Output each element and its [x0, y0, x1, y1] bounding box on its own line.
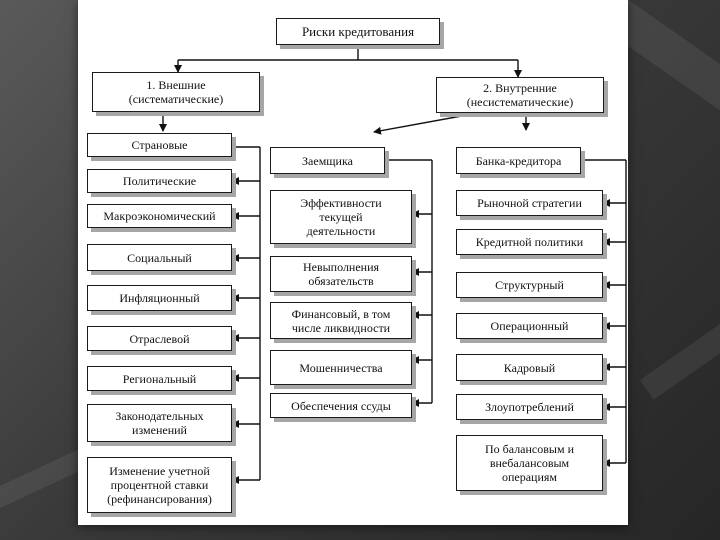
borrower-item: Обеспечения ссуды — [270, 393, 412, 418]
borrower-item: Мошенничества — [270, 350, 412, 385]
bank-item: Структурный — [456, 272, 603, 298]
bank-item: Кадровый — [456, 354, 603, 381]
borrower-item: Эффективности текущей деятельности — [270, 190, 412, 244]
external-item: Страновые — [87, 133, 232, 157]
bank-item: Рыночной стратегии — [456, 190, 603, 216]
bank-item: По балансовым и внебалансовым операциям — [456, 435, 603, 491]
connector-lines — [159, 45, 627, 484]
slide: Риски кредитования 1. Внешние (системати… — [78, 0, 628, 525]
external-item: Инфляционный — [87, 285, 232, 311]
external-item: Отраслевой — [87, 326, 232, 351]
internal-risks-node: 2. Внутренние (несистематические) — [436, 77, 604, 113]
external-item: Законодательных изменений — [87, 404, 232, 442]
borrower-item: Финансовый, в том числе ликвидности — [270, 302, 412, 339]
borrower-item: Невыполнения обязательств — [270, 256, 412, 292]
decorative-stripe — [640, 299, 720, 400]
bank-item: Кредитной политики — [456, 229, 603, 255]
borrower-node: Заемщика — [270, 147, 385, 174]
bank-item: Операционный — [456, 313, 603, 339]
bank-node: Банка-кредитора — [456, 147, 581, 174]
external-item: Изменение учетной процентной ставки (реф… — [87, 457, 232, 513]
external-item: Политические — [87, 169, 232, 193]
external-item: Региональный — [87, 366, 232, 391]
root-node: Риски кредитования — [276, 18, 440, 45]
external-risks-node: 1. Внешние (систематические) — [92, 72, 260, 112]
external-item: Социальный — [87, 244, 232, 271]
external-item: Макроэкономический — [87, 204, 232, 228]
bank-item: Злоупотреблений — [456, 394, 603, 420]
